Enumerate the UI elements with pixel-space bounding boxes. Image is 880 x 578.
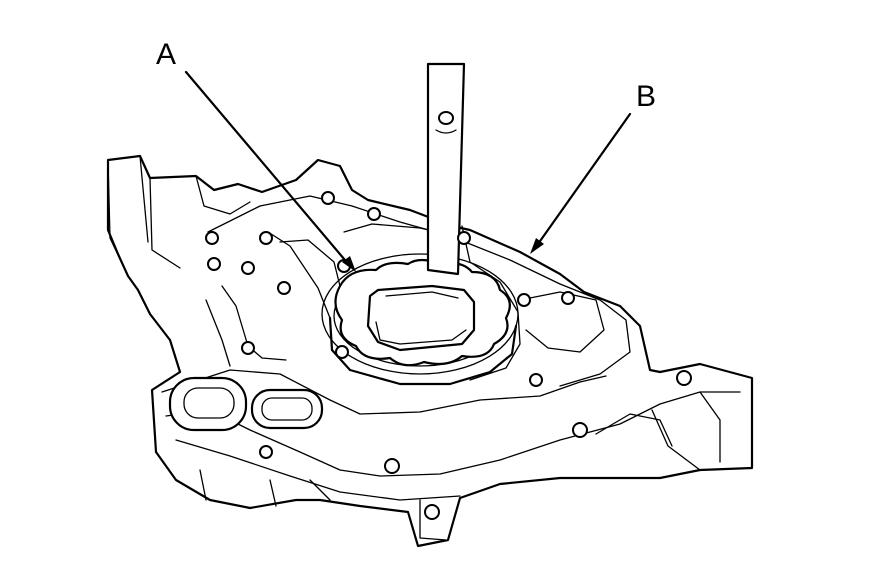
leader-line-b [536,112,632,246]
oil-ports [168,376,324,432]
probe-rod [426,62,466,276]
bolt-holes [173,191,692,520]
arrowhead-b [530,238,544,254]
gear-a [334,258,511,367]
label-b: B [636,80,656,113]
callout-a: A [156,38,356,272]
arrowhead-a [342,256,356,272]
leader-line-a [184,70,352,268]
callout-b: B [530,80,656,254]
label-a: A [156,38,176,71]
